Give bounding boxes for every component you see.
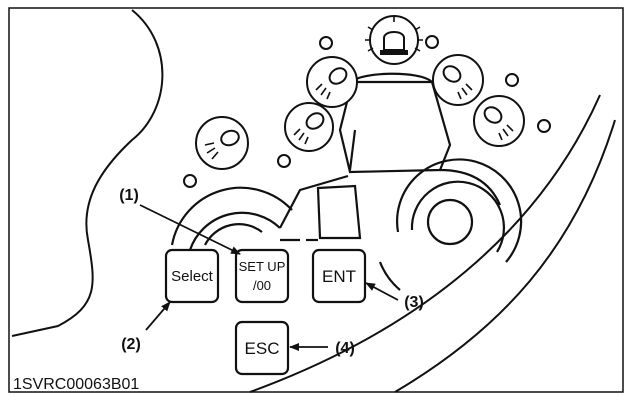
- ent-key-label: ENT: [322, 267, 356, 286]
- ent-key[interactable]: ENT: [311, 248, 367, 304]
- callout-label-1: (1): [119, 187, 139, 204]
- rear-wheel-arc-mid: [410, 180, 505, 253]
- dash-edge-inner: [249, 94, 601, 393]
- front-wheel: [170, 186, 293, 251]
- callout-label-3: (3): [404, 294, 424, 311]
- rear-wheel-shadow-arc: [378, 261, 401, 291]
- setup-key-label-line2: /00: [253, 278, 271, 293]
- tractor-rear-fender: [439, 168, 502, 206]
- rear-wheel: [378, 158, 523, 291]
- tractor-cab: [338, 80, 452, 174]
- indicator-dots: [183, 35, 551, 188]
- callout-arrows: [139, 204, 399, 351]
- tractor-roof: [351, 72, 433, 83]
- figure-code: 1SVRC00063B01: [13, 376, 139, 393]
- select-key-label: Select: [171, 268, 214, 285]
- callout-label-4: (4): [335, 340, 355, 357]
- tractor-engine-block: [316, 184, 362, 240]
- select-key[interactable]: Select: [164, 248, 220, 304]
- dash-edge-outer: [394, 119, 616, 393]
- callout-arrow-3: [365, 282, 399, 301]
- setup-key-label-line1: SET UP: [239, 259, 286, 274]
- indicator-dot: [537, 119, 551, 133]
- indicator-dot: [183, 174, 197, 188]
- indicator-dot: [505, 73, 519, 87]
- beacon-light-icon: [365, 15, 423, 65]
- indicator-dot: [425, 35, 439, 49]
- tractor-cab-door: [348, 129, 357, 171]
- indicator-dot: [319, 36, 333, 50]
- callout-label-2: (2): [121, 336, 141, 353]
- esc-key-label: ESC: [245, 339, 280, 358]
- esc-key[interactable]: ESC: [234, 320, 290, 376]
- work-light-icon: [195, 116, 249, 170]
- front-wheel-arc-mid: [188, 211, 281, 251]
- front-wheel-arc-outer: [170, 186, 293, 246]
- work-light-icon: [306, 56, 358, 108]
- steering-column-outline: [11, 9, 164, 337]
- tractor-silhouette: [279, 72, 502, 242]
- setup-key[interactable]: SET UP /00: [234, 248, 290, 304]
- rear-wheel-hub: [426, 198, 474, 246]
- callout-arrow-1: [139, 204, 241, 255]
- callout-arrow-2: [145, 301, 171, 331]
- rear-wheel-arc-outer: [396, 158, 523, 263]
- figure-frame: [8, 7, 624, 393]
- work-light-icon: [473, 95, 525, 147]
- work-light-icon: [284, 102, 334, 152]
- work-light-icon: [432, 54, 484, 106]
- indicator-dot: [277, 154, 291, 168]
- tractor-hood-top: [279, 174, 349, 229]
